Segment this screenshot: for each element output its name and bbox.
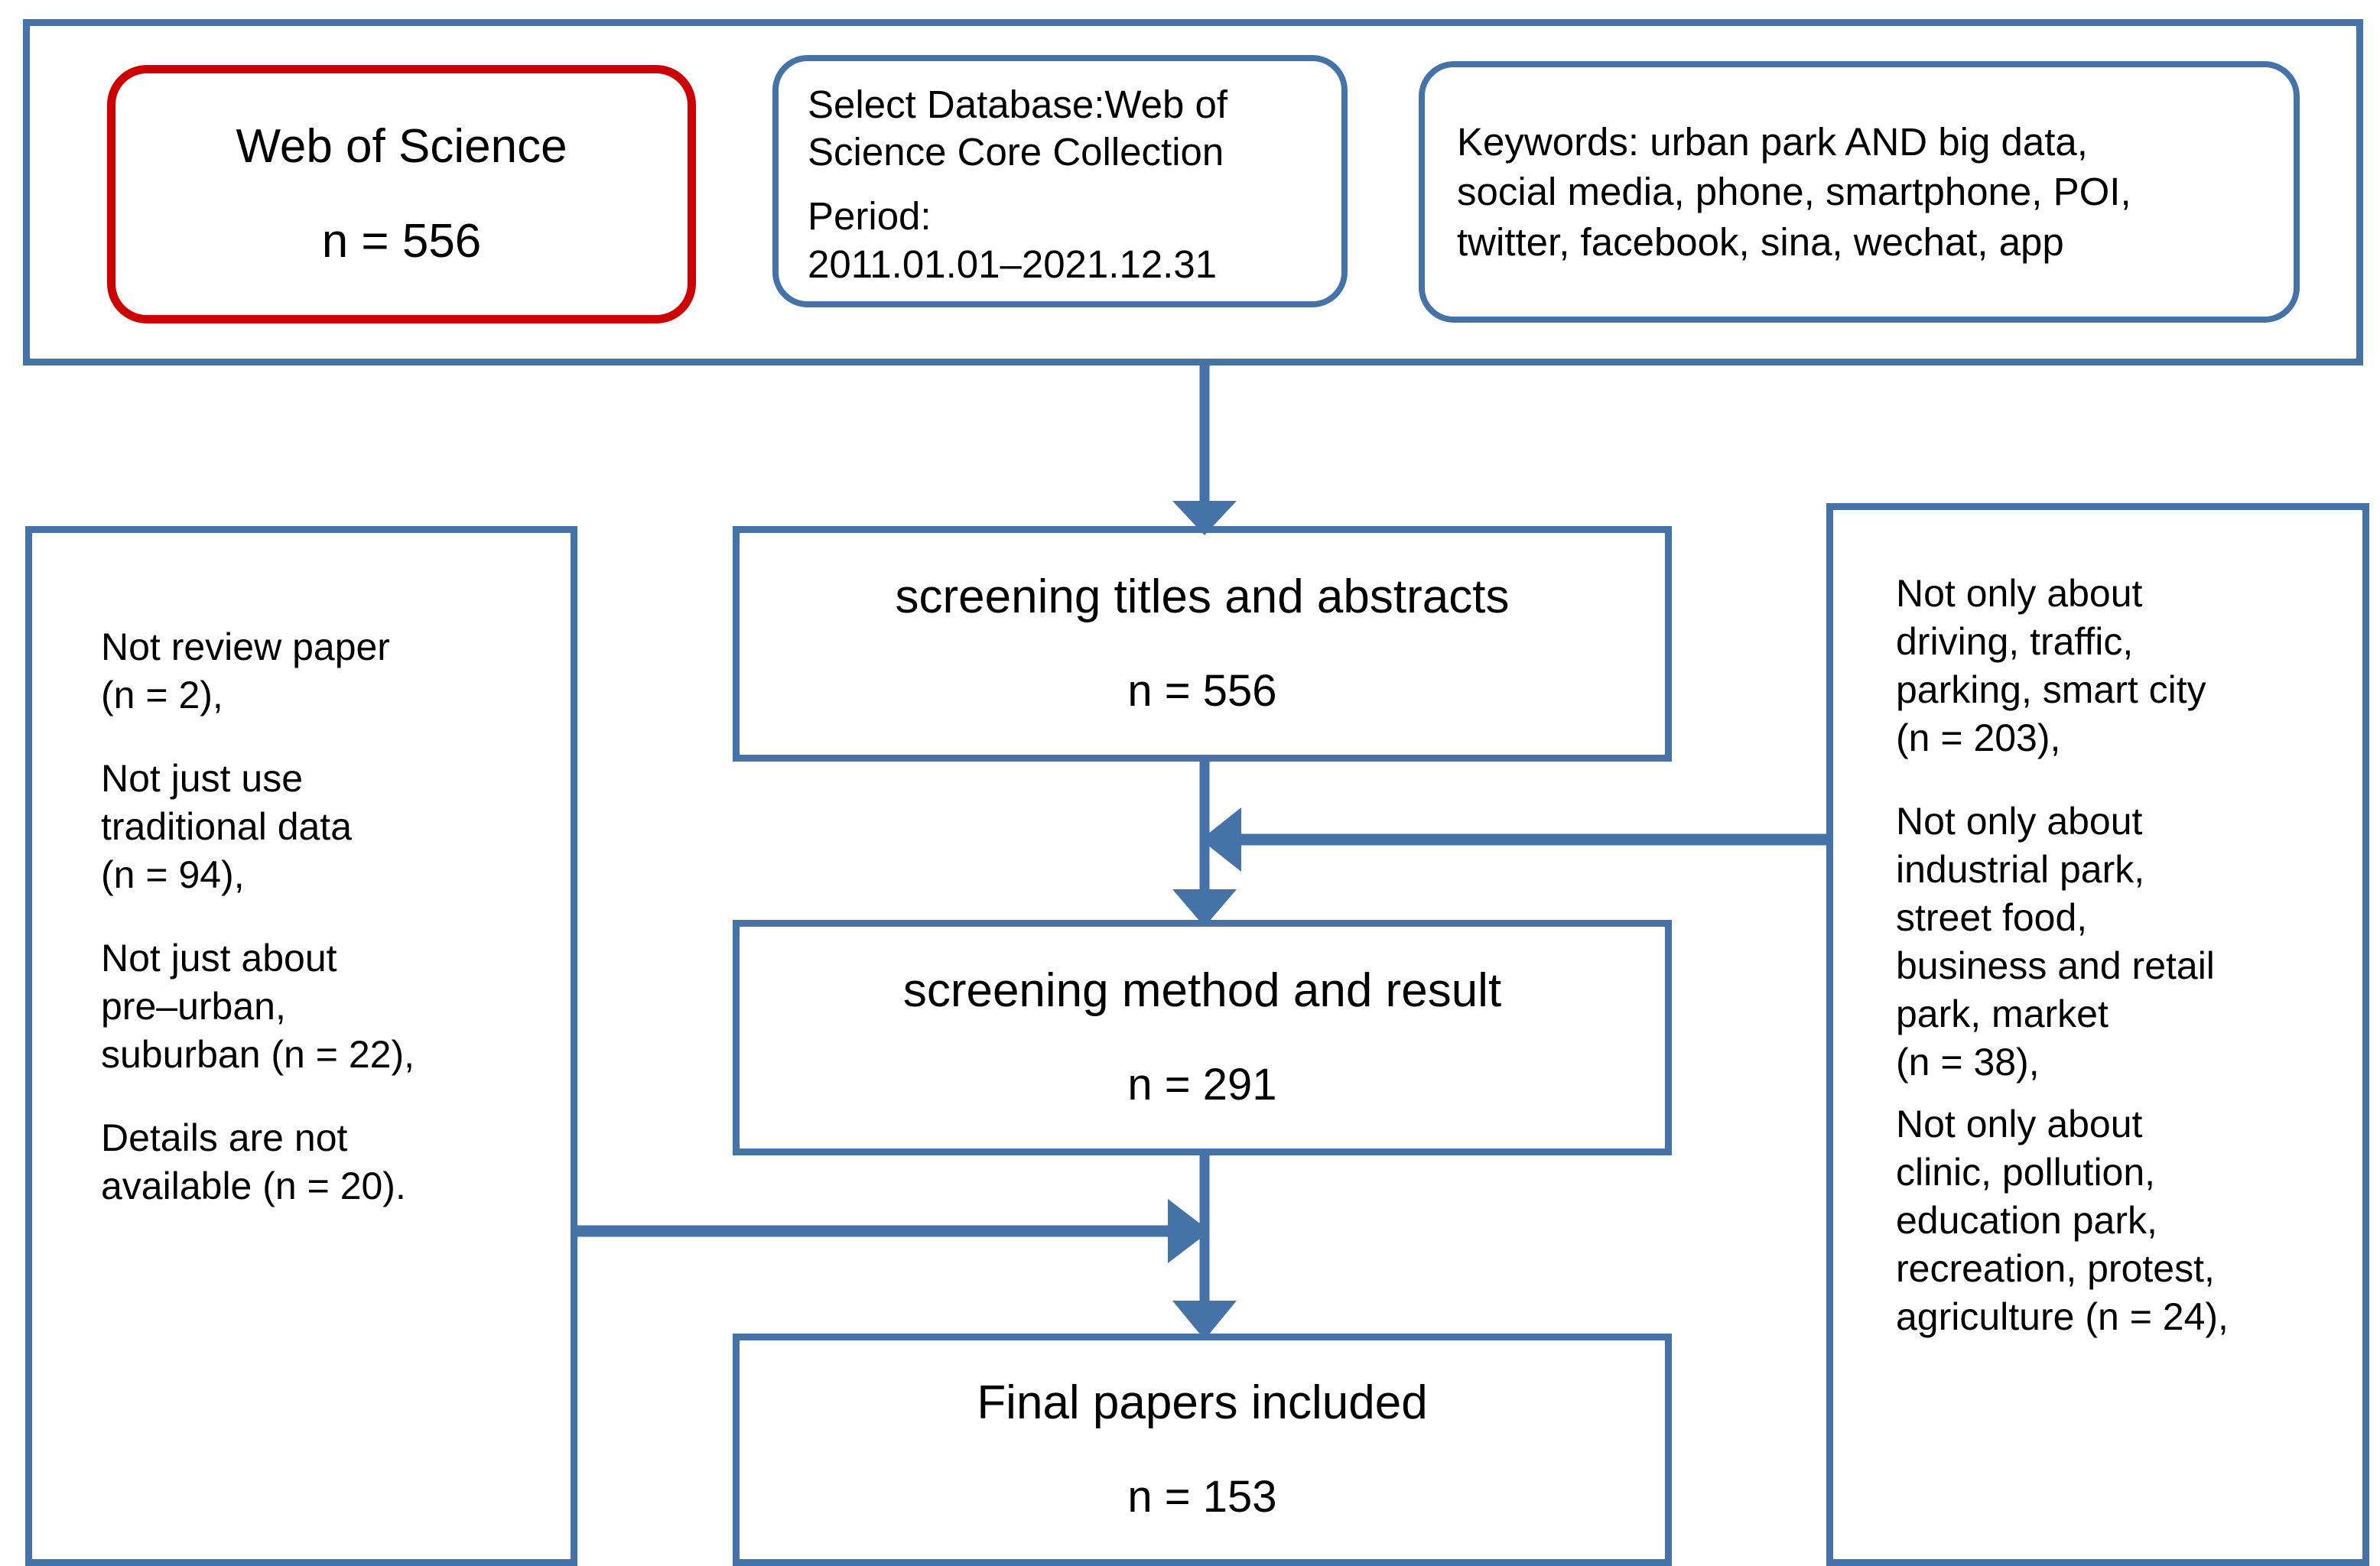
left-exclusion-item-1: Not review paper (n = 2), xyxy=(101,625,390,716)
source-database-node[interactable]: Web of Science n = 556 xyxy=(107,65,696,323)
source-database-name: Web of Science xyxy=(236,119,567,173)
right-exclusion-item-2: Not only about industrial park, street f… xyxy=(1896,800,2215,1084)
keywords-node[interactable]: Keywords: urban park AND big data, socia… xyxy=(1419,61,2300,323)
right-exclusion-item-3: Not only about clinic, pollution, educat… xyxy=(1896,1103,2229,1338)
database-selection-node[interactable]: Select Database:Web of Science Core Coll… xyxy=(772,55,1348,307)
connector-source-to-stage1 xyxy=(1172,366,1237,535)
stage-final-papers-node[interactable]: Final papers included n = 153 xyxy=(733,1334,1672,1566)
stage3-count: n = 153 xyxy=(1127,1472,1277,1522)
connector-left-exclusions-to-flow xyxy=(575,1199,1210,1263)
database-line-1: Select Database:Web of xyxy=(808,83,1228,126)
database-line-2: Science Core Collection xyxy=(808,130,1224,174)
source-database-count: n = 556 xyxy=(321,215,482,268)
stage3-title: Final papers included xyxy=(977,1376,1428,1430)
keywords-line-3: twitter, facebook, sina, wechat, app xyxy=(1457,219,2064,264)
connector-stage1-to-stage2 xyxy=(1172,762,1237,927)
stage1-count: n = 556 xyxy=(1127,666,1277,716)
left-exclusion-panel[interactable]: Not review paper (n = 2), Not just use t… xyxy=(25,526,577,1566)
connector-right-exclusions-to-flow xyxy=(1201,807,1828,872)
left-exclusion-item-2: Not just use traditional data (n = 94), xyxy=(101,757,353,896)
right-exclusion-panel[interactable]: Not only about driving, traffic, parking… xyxy=(1826,503,2369,1566)
right-exclusion-item-1: Not only about driving, traffic, parking… xyxy=(1896,572,2206,759)
database-period-label: Period: xyxy=(808,194,932,239)
database-period-value: 2011.01.01–2021.12.31 xyxy=(808,242,1218,286)
left-exclusion-item-3: Not just about pre–urban, suburban (n = … xyxy=(101,937,415,1076)
keywords-line-2: social media, phone, smartphone, POI, xyxy=(1457,170,2131,214)
stage-screening-method-node[interactable]: screening method and result n = 291 xyxy=(733,920,1672,1155)
stage1-title: screening titles and abstracts xyxy=(895,570,1510,624)
stage2-count: n = 291 xyxy=(1127,1060,1277,1110)
left-exclusion-item-4: Details are not available (n = 20). xyxy=(101,1116,406,1207)
keywords-line-1: Keywords: urban park AND big data, xyxy=(1457,120,2088,164)
stage-screening-titles-node[interactable]: screening titles and abstracts n = 556 xyxy=(733,526,1672,762)
stage2-title: screening method and result xyxy=(902,964,1502,1018)
